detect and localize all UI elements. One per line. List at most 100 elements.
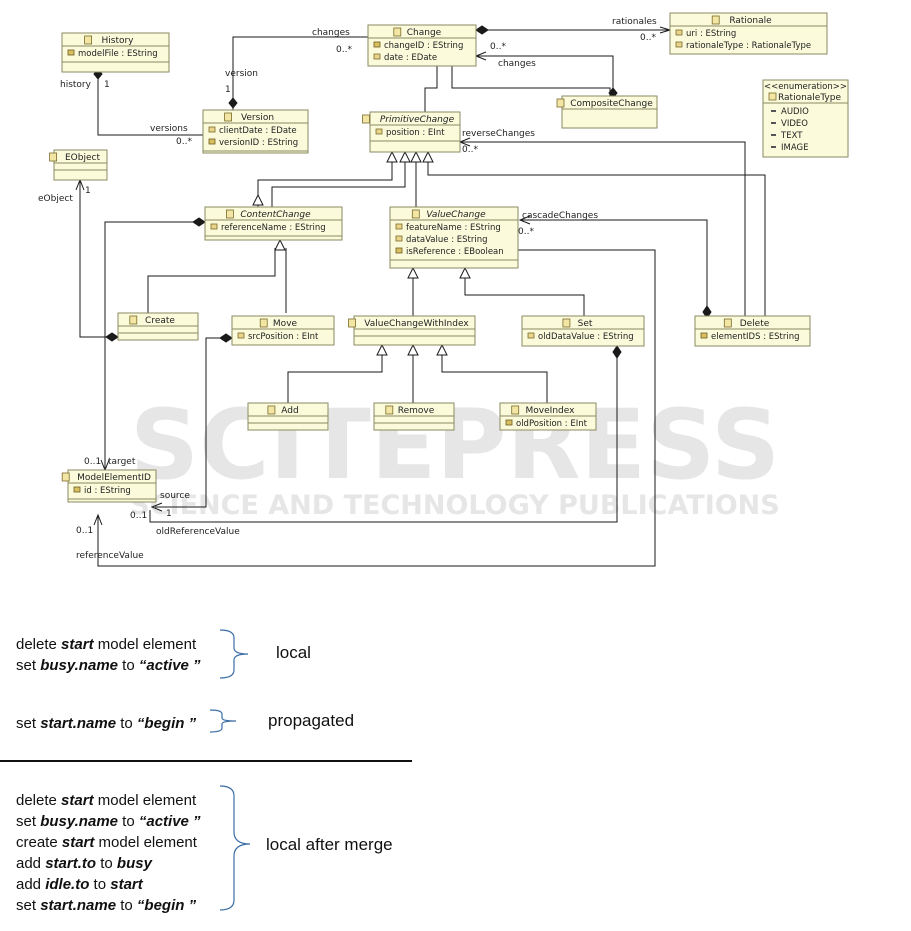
label-version-mult: 1 <box>225 85 231 95</box>
class-attribute: changeID : EString <box>384 41 463 51</box>
operation-line: set busy.name to “active ” <box>16 655 201 676</box>
class-icon <box>511 405 520 415</box>
operation-line: set start.name to “begin ” <box>16 713 196 734</box>
operation-target: busy <box>116 855 152 872</box>
label-oldreferencevalue: oldReferenceValue <box>156 527 240 537</box>
literal-icon <box>771 122 776 124</box>
class-remove: Remove <box>373 402 455 431</box>
operation-line: set busy.name to “active ” <box>16 811 201 832</box>
operation-line: delete start model element <box>16 790 201 811</box>
operation-target: start <box>61 792 94 809</box>
label-cascadechanges: cascadeChanges <box>522 211 598 221</box>
operation-text: delete <box>16 636 62 653</box>
class-icon <box>348 318 356 328</box>
label-ref-mult: 0..1 <box>76 526 93 536</box>
attribute-icon <box>675 41 683 48</box>
class-name: ModelElementID <box>77 473 151 483</box>
key-attribute-icon <box>73 486 81 493</box>
class-icon <box>362 114 370 124</box>
operation-target: start <box>110 876 143 893</box>
relationship-lines <box>75 25 766 567</box>
class-attribute: id : EString <box>84 486 131 496</box>
label-changes2-mult: 0..* <box>490 42 506 52</box>
operation-target: start.name <box>40 715 117 732</box>
operation-target: “begin ” <box>136 897 197 914</box>
class-attribute: featureName : EString <box>406 223 501 233</box>
class-icon <box>61 472 70 482</box>
literal-icon <box>771 110 776 112</box>
class-attribute: srcPosition : EInt <box>248 332 319 342</box>
operation-text: set <box>16 715 41 732</box>
class-attribute: uri : EString <box>686 29 736 39</box>
operation-target: start.to <box>45 855 97 872</box>
operation-line: set start.name to “begin ” <box>16 895 201 916</box>
watermark-main: SCITEPRESS <box>130 389 780 501</box>
class-icon <box>385 405 394 415</box>
class-icon <box>411 209 420 219</box>
class-name: PrimitiveChange <box>380 115 455 125</box>
watermark-sub: SCIENCE AND TECHNOLOGY PUBLICATIONS <box>130 490 779 521</box>
class-name: History <box>101 36 134 46</box>
attribute-icon <box>675 29 683 36</box>
operation-text: set <box>16 657 41 674</box>
class-name: Change <box>407 28 442 38</box>
class-icon <box>259 318 268 328</box>
operation-text: create <box>16 834 62 851</box>
attribute-icon <box>375 128 383 135</box>
operation-line: add idle.to to start <box>16 874 201 895</box>
class-icon <box>556 98 565 108</box>
enum-literal: AUDIO <box>781 107 809 117</box>
separator-line <box>0 760 412 762</box>
operation-target: busy.name <box>40 813 118 830</box>
attribute-icon <box>208 126 216 133</box>
attribute-icon <box>395 223 403 230</box>
operation-text: model element <box>93 636 197 653</box>
operation-text: delete <box>16 792 62 809</box>
key-attribute-icon <box>700 332 708 339</box>
key-attribute-icon <box>505 419 513 426</box>
operation-line: add start.to to busy <box>16 853 201 874</box>
operation-text: set <box>16 813 41 830</box>
label-source-mult: 0..1 <box>130 511 147 521</box>
key-attribute-icon <box>373 41 381 48</box>
enum-icon <box>768 92 777 101</box>
class-name: EObject <box>65 153 100 163</box>
class-eobject: EObject <box>49 149 108 181</box>
operation-text: set <box>16 897 41 914</box>
class-change: Change changeID : EString date : EDate <box>367 24 477 67</box>
class-attribute: referenceName : EString <box>221 223 326 233</box>
label-eobject-mult: 1 <box>85 186 91 196</box>
class-name: Create <box>145 316 175 326</box>
label-cascade-mult: 0..* <box>518 227 534 237</box>
class-attribute: rationaleType : RationaleType <box>686 41 811 51</box>
operation-target: start <box>61 834 95 851</box>
operation-target: idle.to <box>45 876 90 893</box>
class-icon <box>562 318 571 328</box>
label-reverse-mult: 0..* <box>462 145 478 155</box>
class-icon <box>711 15 720 25</box>
operation-text: to <box>96 855 117 872</box>
class-valuechangewithindex: ValueChangeWithIndex <box>348 315 476 346</box>
class-name: MoveIndex <box>526 406 576 416</box>
operation-line: create start model element <box>16 832 201 853</box>
operation-target: “begin ” <box>136 715 197 732</box>
class-name: Version <box>241 113 274 123</box>
enum-literal: VIDEO <box>781 119 808 129</box>
operation-text: to <box>116 897 137 914</box>
class-attribute: oldPosition : EInt <box>516 419 588 429</box>
class-attribute: clientDate : EDate <box>219 126 297 136</box>
label-rationales: rationales <box>612 17 657 27</box>
class-name: ValueChange <box>426 210 486 220</box>
class-attribute: date : EDate <box>384 53 437 63</box>
operation-line: delete start model element <box>16 634 201 655</box>
class-name: ValueChangeWithIndex <box>364 319 469 329</box>
class-attribute: versionID : EString <box>219 138 298 148</box>
label-reversechanges: reverseChanges <box>462 129 535 139</box>
class-attribute: oldDataValue : EString <box>538 332 634 342</box>
